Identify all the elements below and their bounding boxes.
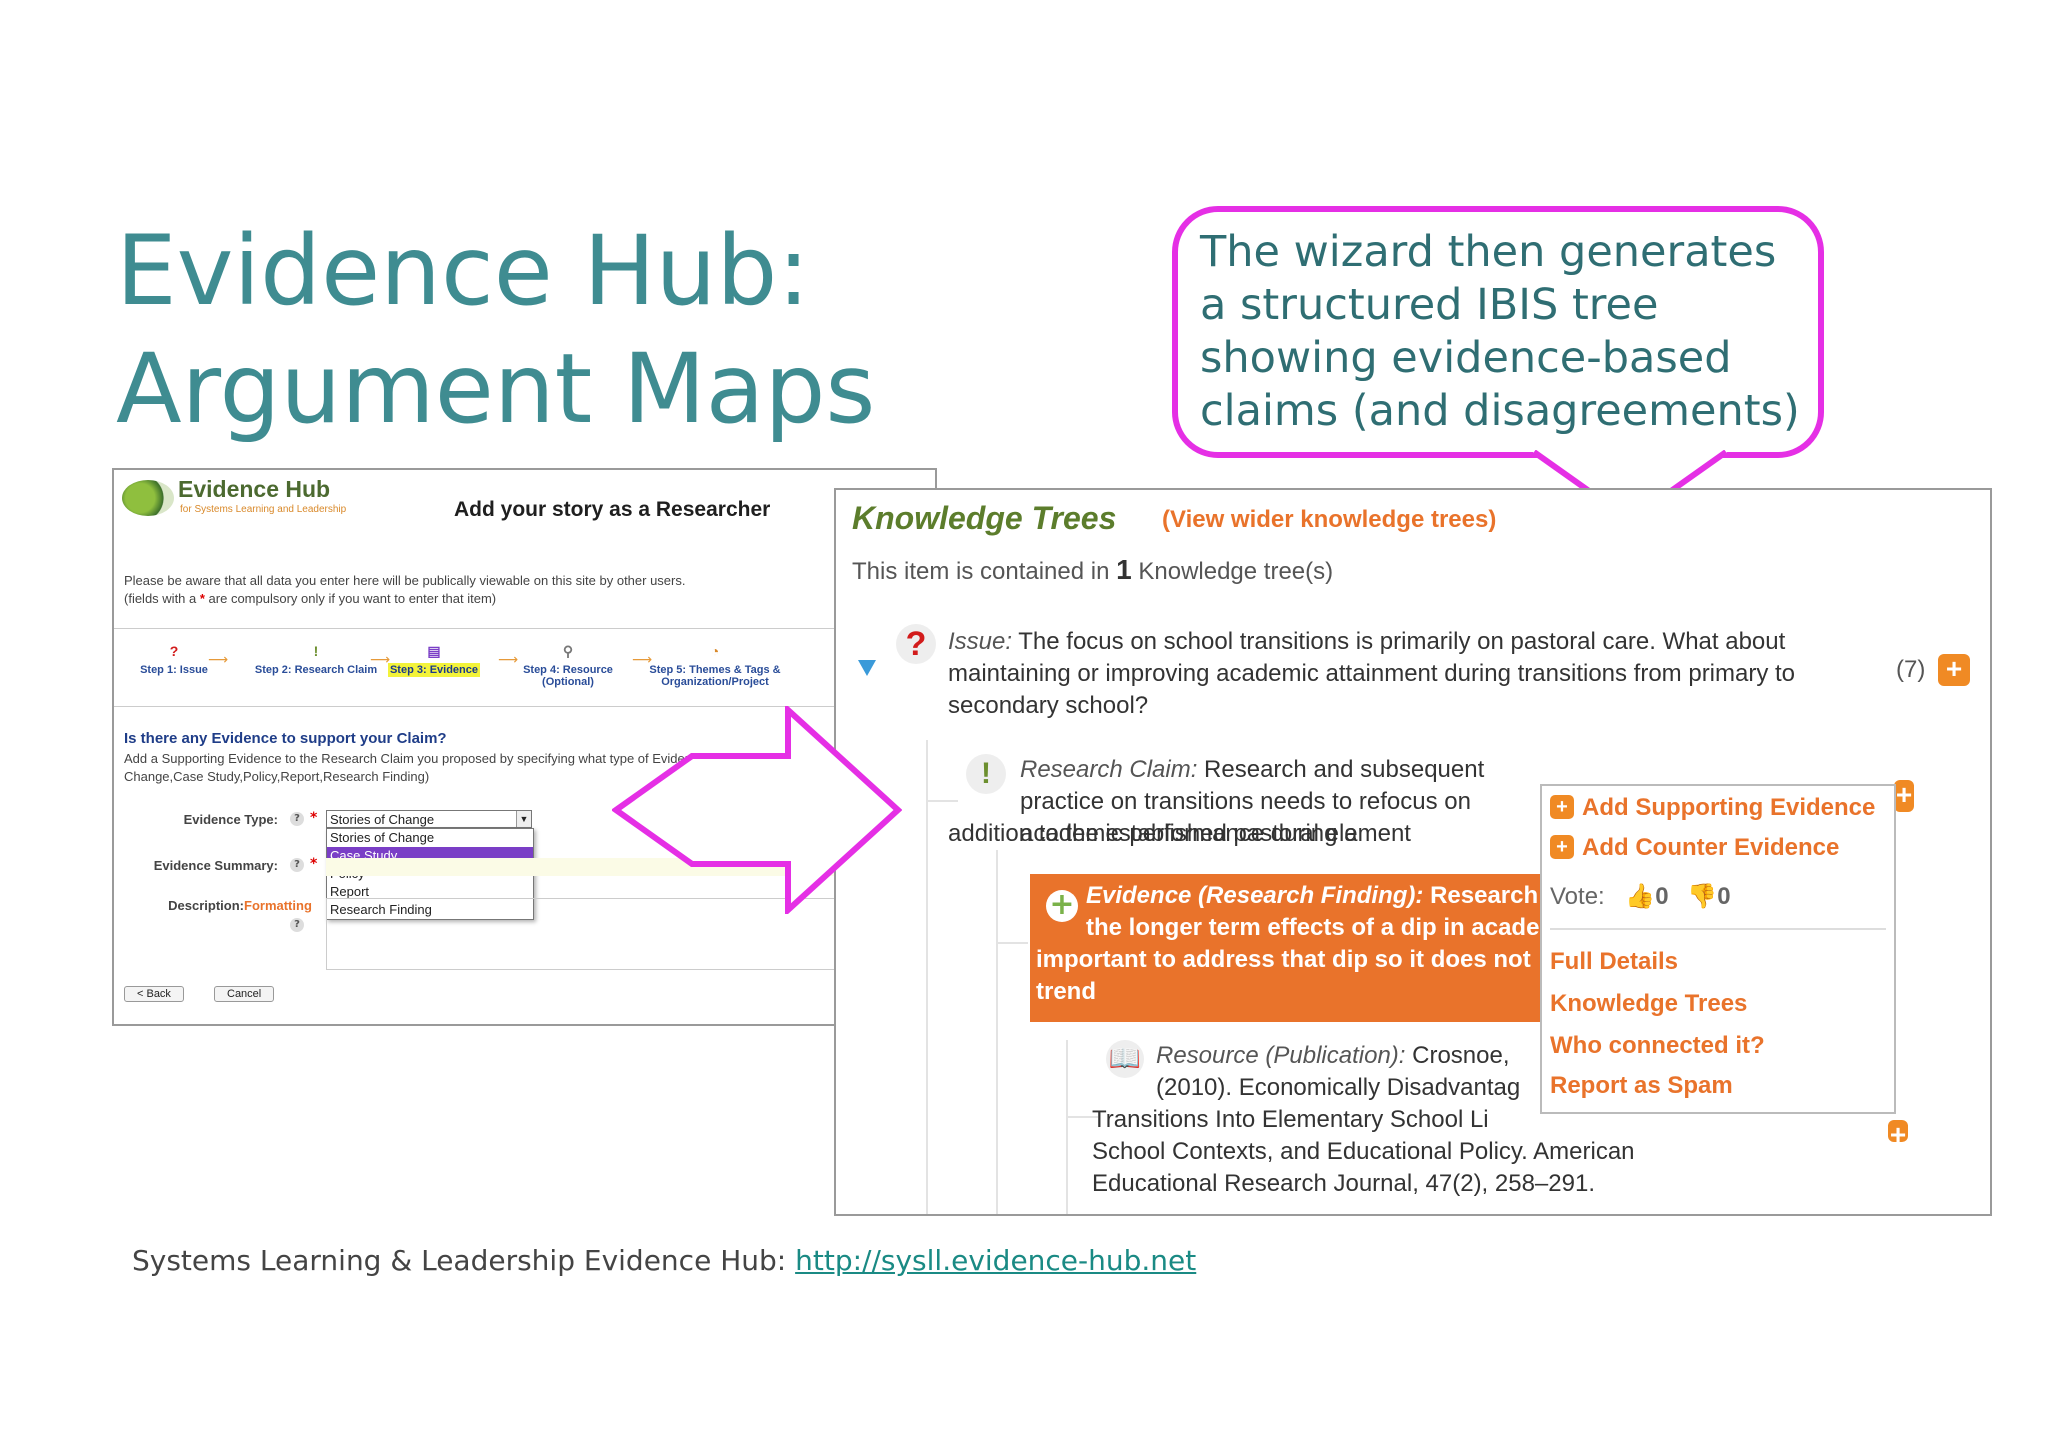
resource-node-text[interactable]: Resource (Publication): Crosnoe, (2010).… [1092, 1042, 1521, 1133]
report-spam-link[interactable]: Report as Spam [1550, 1072, 1733, 1099]
step-arrow-icon: ⟶ [498, 652, 519, 668]
who-connected-link[interactable]: Who connected it? [1550, 1032, 1765, 1059]
plus-icon: + [1550, 795, 1574, 819]
evidence-hub-link[interactable]: http://sysll.evidence-hub.net [795, 1244, 1197, 1277]
tags-icon: ◔ [710, 643, 720, 659]
plus-icon: + [1550, 835, 1574, 859]
note-line2: (fields with a * are compulsory only if … [124, 591, 497, 606]
evidence-summary-label: Evidence Summary: [153, 858, 278, 873]
chevron-down-icon[interactable]: ▼ [516, 811, 531, 827]
logo-title: Evidence Hub [178, 476, 331, 502]
popup-divider [1550, 928, 1886, 930]
help-icon[interactable]: ? [290, 918, 304, 932]
evidence-hub-logo-icon [122, 480, 174, 516]
slide-title-line2: Argument Maps [116, 333, 876, 445]
claim-add-plus-icon[interactable]: + [1894, 779, 1914, 812]
thumbs-down-icon[interactable]: 👎 [1687, 883, 1718, 910]
add-supporting-evidence-button[interactable]: +Add Supporting Evidence [1550, 794, 1875, 822]
dropdown-option[interactable]: Report [330, 884, 370, 899]
evidence-node[interactable] [1030, 874, 1572, 1022]
big-right-arrow-icon [612, 706, 902, 914]
tree-connector-line [996, 850, 998, 1214]
step-arrow-icon: ⟶ [208, 652, 229, 668]
claim-exclamation-icon: ! [966, 754, 1006, 794]
dropdown-option[interactable]: Research Finding [330, 902, 432, 917]
expand-triangle-icon[interactable] [858, 660, 876, 676]
resource-node-text-cont: School Contexts, and Educational Policy.… [1092, 1138, 1635, 1197]
link-icon: ⚲ [562, 643, 574, 659]
step-arrow-icon: ⟶ [632, 652, 653, 668]
logo-subtitle: for Systems Learning and Leadership [180, 504, 347, 515]
tree-count-text: This item is contained in 1 Knowledge tr… [852, 554, 1334, 585]
knowledge-trees-link[interactable]: Knowledge Trees [1550, 990, 1748, 1017]
tree-connector-line [1066, 1040, 1068, 1214]
description-label: Description: [168, 898, 244, 913]
required-star: * [310, 856, 318, 872]
slide-title: Evidence Hub: Argument Maps [116, 212, 875, 448]
slide-title-line1: Evidence Hub: [116, 215, 810, 327]
issue-child-count: (7) [1896, 656, 1926, 683]
tree-connector-line [998, 942, 1028, 944]
back-button[interactable]: < Back [124, 986, 184, 1002]
help-icon[interactable]: ? [290, 858, 304, 872]
full-details-link[interactable]: Full Details [1550, 948, 1679, 975]
callout-bubble [1172, 206, 1824, 458]
vote-up-count: 0 [1655, 883, 1669, 910]
claim-node-line3: addition to the established pastoral ele… [948, 820, 1411, 847]
resource-add-plus-icon[interactable]: + [1888, 1119, 1908, 1150]
question-icon: ? [169, 643, 179, 659]
issue-node-text[interactable]: Issue: The focus on school transitions i… [948, 628, 1796, 719]
evidence-question-desc: Add a Supporting Evidence to the Researc… [124, 751, 706, 784]
knowledge-trees-title: Knowledge Trees [852, 500, 1117, 536]
vote-down-count: 0 [1717, 883, 1731, 910]
steps-divider-bottom [114, 706, 935, 707]
steps-divider-top [114, 628, 935, 629]
required-star: * [310, 810, 318, 826]
dropdown-option[interactable]: Stories of Change [330, 830, 435, 845]
step-issue[interactable]: ? Step 1: Issue [140, 643, 208, 676]
evidence-type-label: Evidence Type: [183, 812, 278, 827]
note-line1: Please be aware that all data you enter … [124, 573, 686, 588]
wizard-heading: Add your story as a Researcher [454, 498, 771, 521]
step-resource[interactable]: ⚲ Step 4: Resource (Optional) [523, 643, 613, 688]
vote-row: Vote: 👍0 👎0 [1550, 883, 1731, 910]
tree-connector-line [928, 800, 958, 802]
step-themes-tags[interactable]: ◔ Step 5: Themes & Tags & Organization/P… [649, 643, 781, 688]
knowledge-tree-screenshot: Knowledge Trees (View wider knowledge tr… [834, 488, 1992, 1216]
slide-footer: Systems Learning & Leadership Evidence H… [132, 1244, 1197, 1277]
evidence-node-text: Evidence (Research Finding): Research th… [1036, 882, 1540, 1005]
privacy-note: Please be aware that all data you enter … [124, 572, 884, 608]
issue-question-icon: ? [896, 624, 936, 664]
cancel-button[interactable]: Cancel [214, 986, 275, 1002]
help-icon[interactable]: ? [290, 812, 304, 826]
exclamation-icon: ! [313, 643, 319, 659]
tree-connector-line [926, 740, 928, 1214]
step-research-claim[interactable]: ! Step 2: Research Claim [254, 643, 378, 676]
step-arrow-icon: ⟶ [370, 652, 391, 668]
formatting-link[interactable]: Formatting [244, 898, 312, 913]
claim-node-text[interactable]: Research Claim: Research and subsequent … [1020, 756, 1485, 847]
callout-text: The wizard then generates a structured I… [1200, 227, 1800, 436]
node-context-popup: +Add Supporting Evidence +Add Counter Ev… [1540, 784, 1896, 1114]
tree-connector-line [1068, 1116, 1098, 1118]
thumbs-up-icon[interactable]: 👍 [1625, 883, 1656, 910]
add-counter-evidence-button[interactable]: +Add Counter Evidence [1550, 834, 1839, 862]
book-icon: 📖 [1106, 1040, 1144, 1078]
required-star: * [199, 591, 205, 606]
evidence-plus-icon: + [1046, 890, 1078, 922]
evidence-question-title: Is there any Evidence to support your Cl… [124, 730, 447, 747]
evidence-icon: ▤ [427, 643, 441, 659]
description-textarea[interactable] [326, 898, 935, 970]
issue-add-plus-icon[interactable]: + [1938, 654, 1970, 686]
step-evidence[interactable]: ▤ Step 3: Evidence [387, 643, 481, 677]
evidence-type-select[interactable]: Stories of Change ▼ [326, 810, 532, 828]
view-wider-trees-link[interactable]: (View wider knowledge trees) [1162, 506, 1497, 533]
